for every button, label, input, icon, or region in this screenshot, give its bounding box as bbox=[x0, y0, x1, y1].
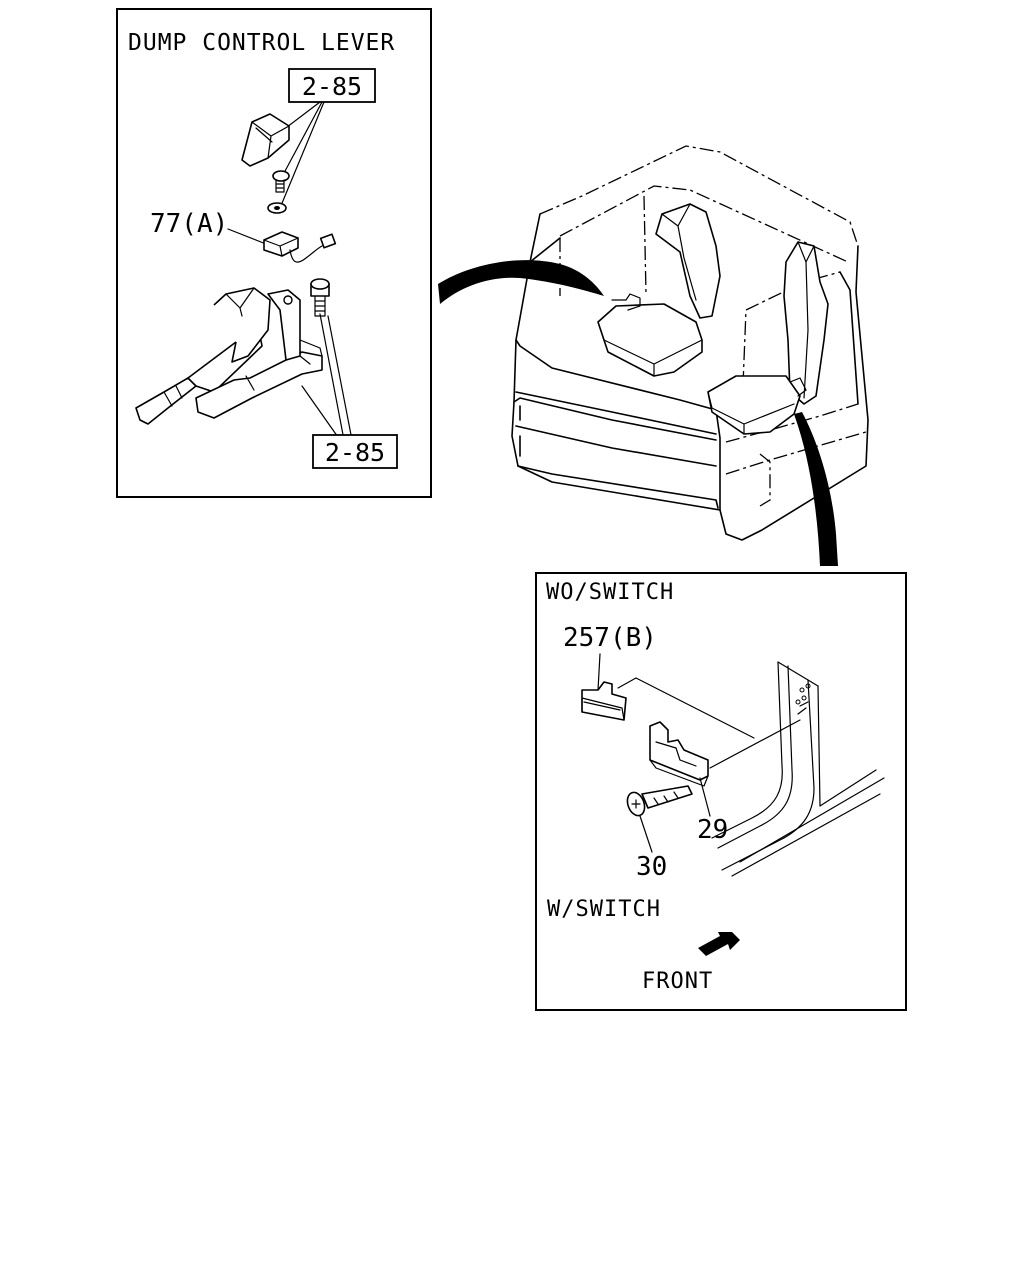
w-switch-label: W/SWITCH bbox=[547, 897, 661, 922]
washer bbox=[267, 202, 287, 214]
callout-arrow-left bbox=[438, 260, 604, 304]
ref-label-top: 2-85 bbox=[302, 72, 362, 101]
callout-arrow-right bbox=[794, 412, 838, 566]
lever-bracket bbox=[195, 289, 323, 419]
front-arrow-icon bbox=[698, 932, 740, 956]
dump-control-lever-panel: DUMP CONTROL LEVER 2-85 77(A) bbox=[116, 8, 432, 498]
wo-switch-title: WO/SWITCH bbox=[546, 580, 674, 605]
front-label: FRONT bbox=[642, 969, 713, 994]
lever-switch bbox=[263, 231, 337, 263]
right-seat bbox=[707, 241, 829, 435]
seat-switch-panel: WO/SWITCH 257(B) 29 30 bbox=[535, 572, 907, 1011]
ref-box-top: 2-85 bbox=[288, 68, 376, 103]
part-label-77a: 77(A) bbox=[150, 209, 228, 239]
cab-overview bbox=[438, 145, 869, 566]
part-label-30: 30 bbox=[636, 852, 667, 882]
mount-bolt bbox=[626, 785, 693, 817]
switch-bracket bbox=[649, 721, 709, 787]
dump-control-title: DUMP CONTROL LEVER bbox=[128, 30, 395, 56]
part-label-29: 29 bbox=[697, 815, 728, 845]
bolt bbox=[310, 278, 330, 317]
switch-cover bbox=[581, 681, 627, 721]
knob-cover bbox=[241, 113, 290, 167]
screw bbox=[272, 170, 290, 193]
operator-seat bbox=[597, 203, 721, 377]
dump-lever bbox=[135, 287, 271, 425]
part-label-257b: 257(B) bbox=[563, 623, 657, 653]
seat-frame bbox=[711, 661, 885, 877]
ref-box-bottom: 2-85 bbox=[312, 434, 398, 469]
ref-label-bottom: 2-85 bbox=[325, 438, 385, 467]
